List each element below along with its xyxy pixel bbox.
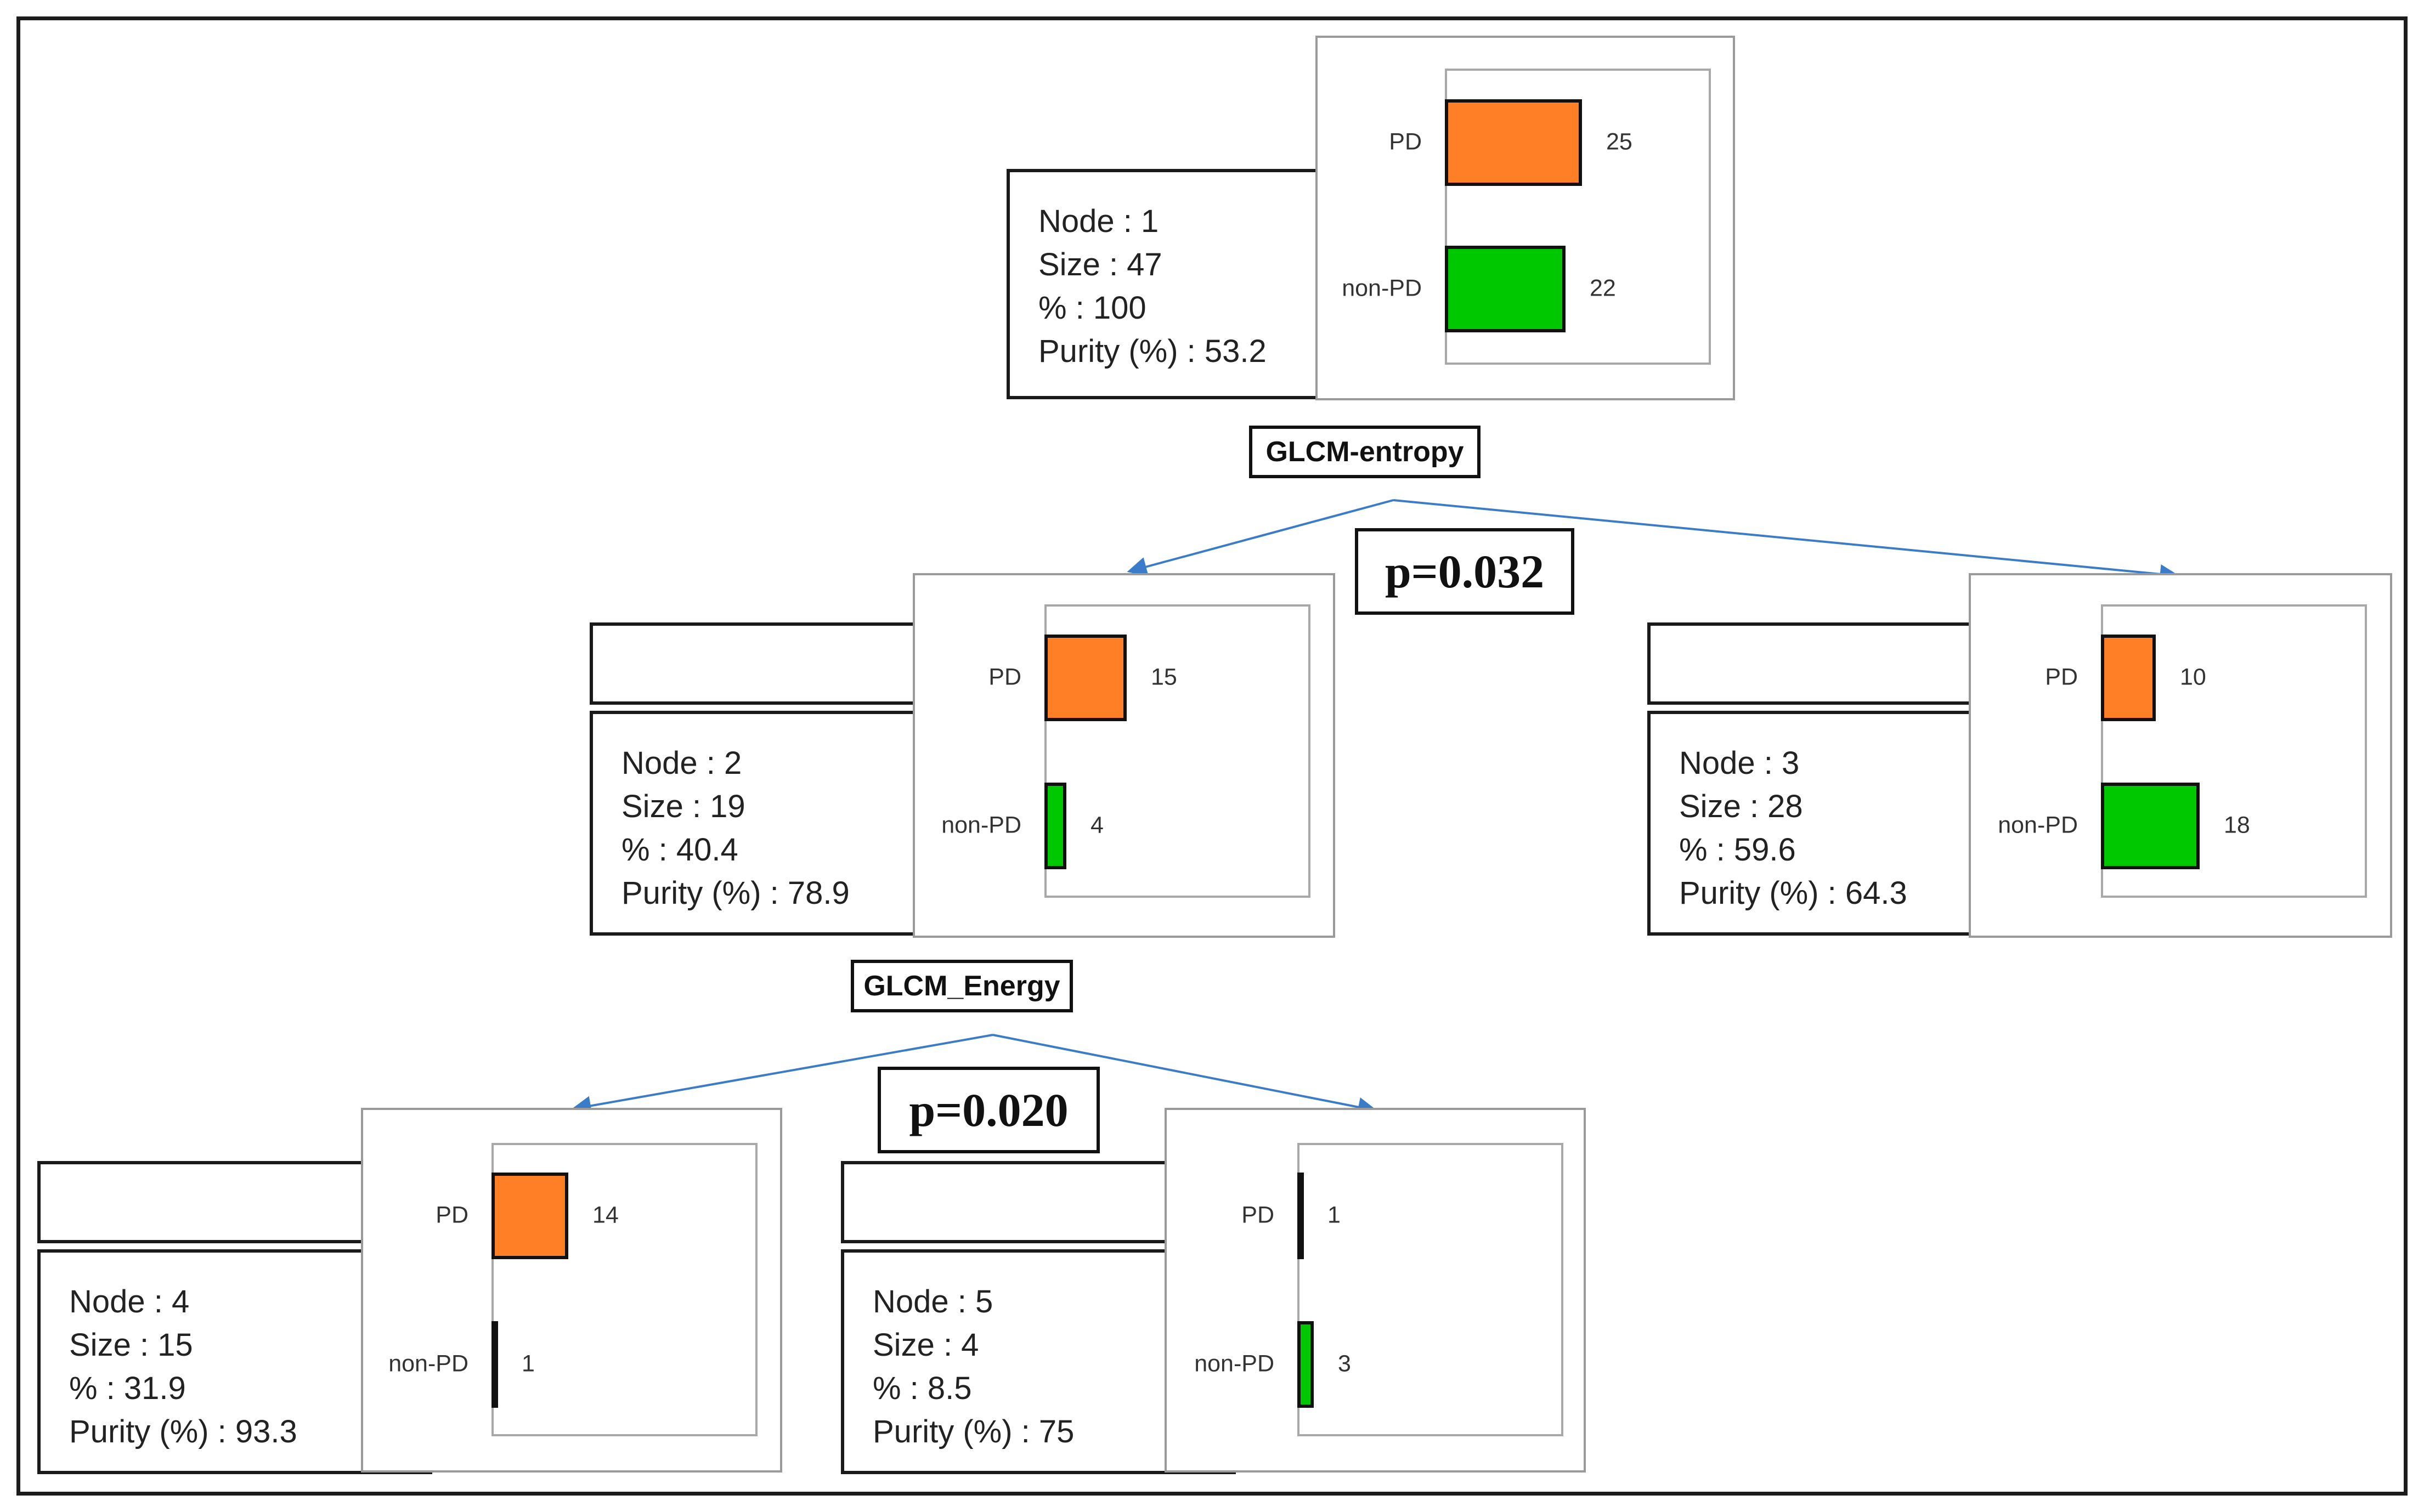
tree-edge-4	[992, 1034, 1378, 1117]
node-2-non-pd-bar	[1044, 783, 1066, 869]
node-2-info-line: Node : 2	[621, 745, 742, 781]
node-5-category-label: non-PD	[1194, 1350, 1274, 1377]
node-5-pd-value: 1	[1327, 1202, 1341, 1228]
node-1-pd-bar	[1445, 99, 1582, 186]
node-1-category-label: PD	[1389, 128, 1422, 155]
node-3-info-line: % : 59.6	[1679, 832, 1796, 868]
node-1-info-line: Purity (%) : 53.2	[1038, 333, 1267, 369]
node-1-pd-value: 25	[1606, 128, 1632, 155]
node-4-category-label: non-PD	[388, 1350, 468, 1377]
node-4-non-pd-bar	[491, 1321, 498, 1408]
node-1-info-line: Node : 1	[1038, 203, 1159, 239]
node-5-info-line: Node : 5	[873, 1284, 993, 1320]
node-2-info-line: % : 40.4	[621, 832, 738, 868]
node-3-info-line: Size : 28	[1679, 789, 1803, 824]
tree-edge-2	[1393, 499, 2180, 584]
node-3-category-label: PD	[2045, 664, 2078, 690]
node-4-pd-value: 14	[592, 1202, 619, 1228]
node-4-info-line: Purity (%) : 93.3	[69, 1414, 297, 1449]
split-variable-label: GLCM-entropy	[1249, 426, 1481, 478]
node-3-non-pd-value: 18	[2224, 812, 2250, 839]
node-1-info-line: Size : 47	[1038, 247, 1162, 282]
node-1-non-pd-bar	[1445, 246, 1566, 332]
node-5-info-line: % : 8.5	[873, 1371, 972, 1406]
node-3-pd-value: 10	[2180, 664, 2206, 690]
split-variable-label: GLCM_Energy	[851, 960, 1073, 1012]
node-1-category-label: non-PD	[1342, 275, 1422, 302]
node-5-chart-area	[1297, 1143, 1563, 1436]
tree-edge-3	[571, 1034, 993, 1116]
node-4-info-line: Node : 4	[69, 1284, 190, 1320]
node-3-pd-bar	[2101, 635, 2156, 721]
node-4-info-line: % : 31.9	[69, 1371, 186, 1406]
node-2-info-line: Purity (%) : 78.9	[621, 875, 850, 911]
node-2-info-line: Size : 19	[621, 789, 745, 824]
node-4-info-line: Size : 15	[69, 1327, 193, 1363]
node-2-pd-bar	[1044, 635, 1127, 721]
node-3-category-label: non-PD	[1998, 812, 2078, 839]
node-2-category-label: PD	[988, 664, 1021, 690]
node-4-category-label: PD	[436, 1202, 468, 1228]
node-5-pd-bar	[1297, 1173, 1304, 1259]
split-p-value: p=0.020	[878, 1067, 1100, 1153]
node-1-non-pd-value: 22	[1590, 275, 1616, 302]
node-5-non-pd-bar	[1297, 1321, 1314, 1408]
node-5-non-pd-value: 3	[1338, 1350, 1351, 1377]
node-3-non-pd-bar	[2101, 783, 2200, 869]
node-5-info-line: Size : 4	[873, 1327, 979, 1363]
node-2-non-pd-value: 4	[1090, 812, 1104, 839]
node-5-info-line: Purity (%) : 75	[873, 1414, 1075, 1449]
split-p-value: p=0.032	[1355, 528, 1574, 615]
node-3-info-line: Purity (%) : 64.3	[1679, 875, 1907, 911]
node-4-non-pd-value: 1	[522, 1350, 535, 1377]
node-2-category-label: non-PD	[941, 812, 1021, 839]
node-5-category-label: PD	[1241, 1202, 1274, 1228]
node-3-info-line: Node : 3	[1679, 745, 1800, 781]
outer-frame	[16, 16, 2408, 1496]
node-4-pd-bar	[491, 1173, 568, 1259]
node-2-pd-value: 15	[1151, 664, 1177, 690]
tree-edge-1	[1127, 499, 1394, 576]
node-1-info-line: % : 100	[1038, 290, 1146, 326]
